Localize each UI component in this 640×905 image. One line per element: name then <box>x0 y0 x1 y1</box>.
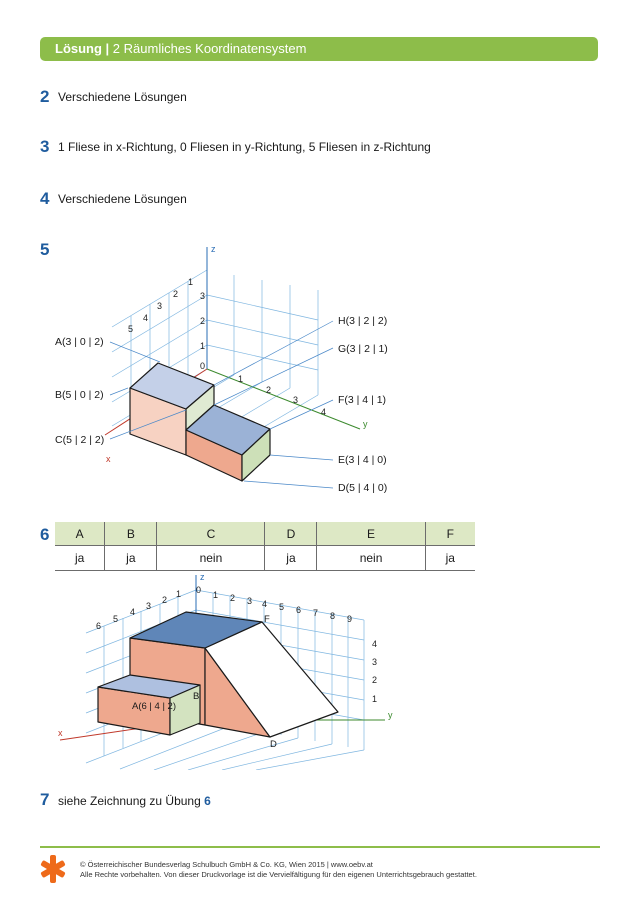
y-tick-label: 4 <box>262 599 267 609</box>
x-tick-label: 1 <box>188 277 193 287</box>
y-tick-label: 4 <box>321 407 326 417</box>
x-axis-label: x <box>58 728 63 738</box>
y-tick-label: 3 <box>293 395 298 405</box>
footer-rights: Alle Rechte vorbehalten. Von dieser Druc… <box>80 870 477 879</box>
z-tick-label: 2 <box>372 675 377 685</box>
task-number-5: 5 <box>40 240 50 259</box>
table-header-cell: D <box>264 522 318 546</box>
point-label-f: F <box>264 614 270 625</box>
point-label-d: D <box>270 739 277 750</box>
z-tick-label: 3 <box>372 657 377 667</box>
publisher-logo-icon <box>40 855 66 883</box>
z-tick-label: 1 <box>372 694 377 704</box>
y-tick-label: 1 <box>213 590 218 600</box>
x-tick-label: 2 <box>173 289 178 299</box>
table-header-cell: F <box>425 522 475 546</box>
table-row: ja ja nein ja nein ja <box>55 545 475 571</box>
y-tick-label: 8 <box>330 611 335 621</box>
table-cell: ja <box>425 545 475 571</box>
table-cell: ja <box>55 545 106 571</box>
y-tick-label: 7 <box>313 608 318 618</box>
task-4-text: Verschiedene Lösungen <box>58 192 187 206</box>
y-tick-label: 6 <box>296 605 301 615</box>
x-tick-label: 6 <box>96 621 101 631</box>
point-label-a: A(6 | 4 | 2) <box>132 701 176 712</box>
table-cell: ja <box>104 545 158 571</box>
figure-6-coordinate-drawing: z x y 6 5 4 3 2 1 0 1 2 3 4 5 6 7 8 9 1 … <box>58 572 393 770</box>
z-tick-label: 1 <box>200 341 205 351</box>
point-label-f: F(3 | 4 | 1) <box>338 394 386 406</box>
point-label-g: G(3 | 2 | 1) <box>338 343 388 355</box>
task-number-7: 7 <box>40 790 50 809</box>
table-header-row: A B C D E F <box>55 522 475 546</box>
point-label-h: H(3 | 2 | 2) <box>338 315 387 327</box>
task-3-text: 1 Fliese in x-Richtung, 0 Fliesen in y-R… <box>58 140 431 154</box>
task-7-text-body: siehe Zeichnung zu Übung <box>58 794 201 808</box>
point-label-a: A(3 | 0 | 2) <box>55 336 104 348</box>
table-header-cell: B <box>104 522 158 546</box>
z-axis-label: z <box>200 572 205 582</box>
table-cell: nein <box>316 545 426 571</box>
header-title-bold: Lösung | <box>55 41 110 56</box>
y-tick-label: 0 <box>196 585 201 595</box>
z-tick-label: 3 <box>200 291 205 301</box>
z-tick-label: 2 <box>200 316 205 326</box>
task-6-table: A B C D E F ja ja nein ja nein ja <box>55 522 475 571</box>
x-tick-label: 3 <box>146 601 151 611</box>
point-label-d: D(5 | 4 | 0) <box>338 482 387 494</box>
x-tick-label: 1 <box>176 589 181 599</box>
task-7-reference: 6 <box>204 794 211 808</box>
figure-6-solid <box>97 611 339 738</box>
point-label-b: B(5 | 0 | 2) <box>55 389 104 401</box>
figure-5-coordinate-drawing: z x y 5 4 3 2 1 3 2 1 0 1 2 3 4 A(3 | 0 … <box>55 244 388 494</box>
y-axis <box>206 368 361 430</box>
x-tick-label: 5 <box>128 324 133 334</box>
z-axis-label: z <box>211 244 216 254</box>
figure-5-solid <box>129 362 271 482</box>
task-number-4: 4 <box>40 189 50 208</box>
task-7-text: siehe Zeichnung zu Übung 6 <box>58 794 211 808</box>
y-tick-label: 2 <box>230 593 235 603</box>
task-number-3: 3 <box>40 137 50 156</box>
task-number-6: 6 <box>40 525 50 544</box>
y-tick-label: 3 <box>247 596 252 606</box>
y-tick-label: 2 <box>266 385 271 395</box>
table-cell: nein <box>156 545 266 571</box>
task-number-2: 2 <box>40 87 50 106</box>
x-tick-label: 4 <box>130 607 135 617</box>
table-header-cell: C <box>156 522 266 546</box>
x-tick-label: 3 <box>157 301 162 311</box>
z-tick-label: 4 <box>372 639 377 649</box>
footer-divider <box>40 846 600 848</box>
table-header-cell: E <box>316 522 426 546</box>
y-tick-label: 1 <box>238 374 243 384</box>
solution-header-bar: Lösung | 2 Räumliches Koordinatensystem <box>40 37 598 61</box>
table-cell: ja <box>264 545 318 571</box>
x-tick-label: 2 <box>162 595 167 605</box>
y-axis-label: y <box>363 419 368 429</box>
point-label-e: E(3 | 4 | 0) <box>338 454 387 466</box>
y-tick-label: 9 <box>347 614 352 624</box>
x-tick-label: 5 <box>113 614 118 624</box>
table-header-cell: A <box>55 522 106 546</box>
y-axis-label: y <box>388 710 393 720</box>
point-label-c: C(5 | 2 | 2) <box>55 434 104 446</box>
point-label-b: B <box>193 691 199 702</box>
z-tick-label: 0 <box>200 361 205 371</box>
footer-copyright: © Österreichischer Bundesverlag Schulbuc… <box>80 860 373 869</box>
header-title: 2 Räumliches Koordinatensystem <box>109 41 307 56</box>
y-tick-label: 5 <box>279 602 284 612</box>
x-tick-label: 4 <box>143 313 148 323</box>
task-2-text: Verschiedene Lösungen <box>58 90 187 104</box>
x-axis-label: x <box>106 454 111 464</box>
